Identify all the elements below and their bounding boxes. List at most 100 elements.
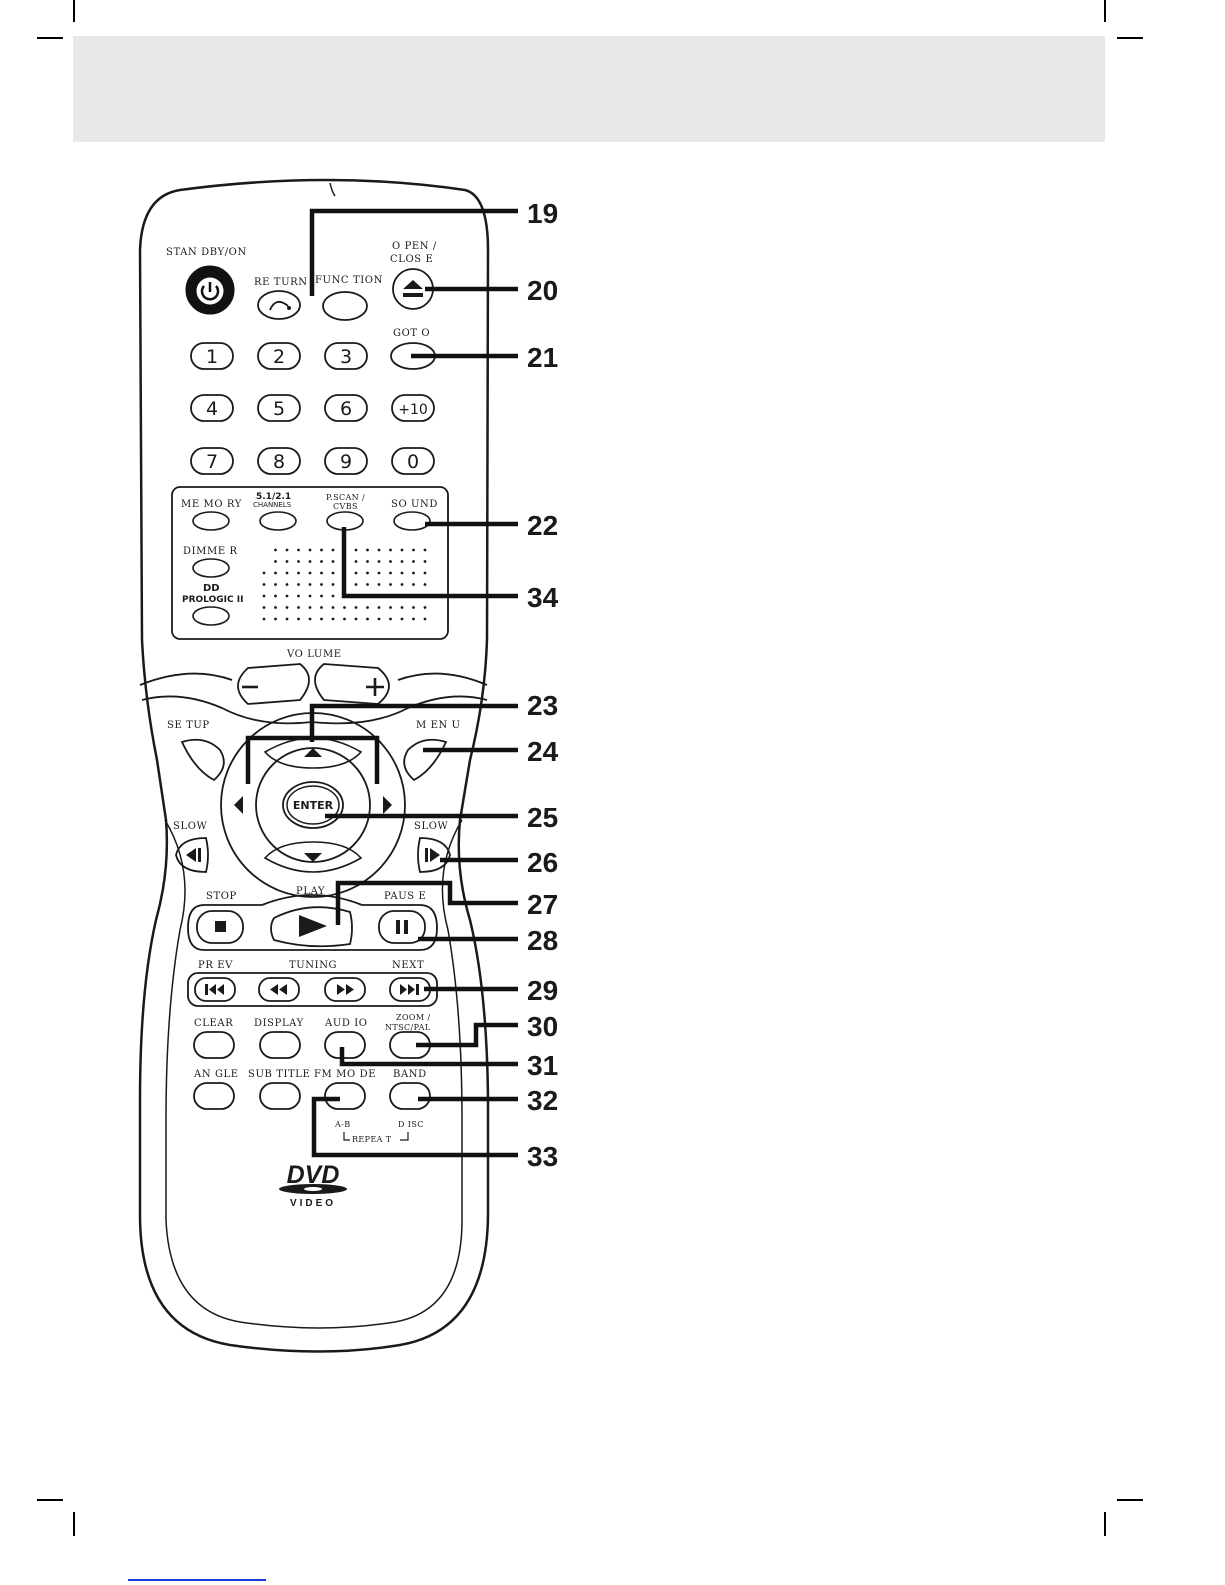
slow-reverse-button[interactable] bbox=[175, 837, 209, 873]
grille-dot bbox=[297, 606, 300, 609]
key-3[interactable] bbox=[324, 342, 368, 370]
grille-dot bbox=[274, 571, 277, 575]
grille-dot bbox=[354, 583, 358, 586]
audio-button[interactable] bbox=[324, 1031, 366, 1059]
leader-23a bbox=[309, 703, 518, 742]
next-icon bbox=[400, 984, 419, 995]
grille-dot bbox=[274, 583, 277, 586]
clear-button[interactable] bbox=[193, 1031, 235, 1059]
key-label: 1 bbox=[206, 346, 218, 368]
key-8[interactable] bbox=[257, 447, 301, 475]
key-4[interactable] bbox=[190, 394, 234, 422]
grille-dot bbox=[308, 594, 312, 598]
subtitle-button[interactable] bbox=[259, 1082, 301, 1110]
key-1[interactable] bbox=[190, 342, 234, 370]
display-label: DISPLAY bbox=[254, 1018, 304, 1029]
pause-label: PAUS E bbox=[384, 891, 426, 902]
play-button[interactable] bbox=[270, 906, 353, 948]
grille-dot bbox=[354, 606, 358, 609]
grille-dot bbox=[285, 583, 289, 586]
grille-dot bbox=[423, 560, 427, 563]
leader-34 bbox=[341, 527, 518, 599]
angle-button[interactable] bbox=[193, 1082, 235, 1110]
key-label: 3 bbox=[340, 346, 352, 368]
grille-dot bbox=[308, 560, 312, 563]
callout-25: 25 bbox=[527, 802, 558, 833]
crop-mark bbox=[1104, 1512, 1106, 1536]
callout-34: 34 bbox=[527, 582, 559, 613]
band-button[interactable] bbox=[389, 1082, 431, 1110]
callout-20: 20 bbox=[527, 275, 558, 306]
grille-dot bbox=[366, 617, 369, 621]
setup-button[interactable] bbox=[180, 738, 225, 782]
callout-33: 33 bbox=[527, 1141, 558, 1172]
grille-dot bbox=[297, 560, 300, 563]
fm-mode-label: FM MO DE bbox=[314, 1069, 376, 1080]
key-0[interactable] bbox=[391, 447, 435, 475]
rewind-button[interactable] bbox=[258, 977, 300, 1002]
slow-reverse-icon bbox=[186, 848, 201, 862]
volume-up-button[interactable] bbox=[314, 663, 390, 705]
memory-label: ME MO RY bbox=[181, 499, 242, 510]
prologic-button[interactable] bbox=[192, 606, 230, 626]
enter-button[interactable] bbox=[282, 781, 344, 829]
grille-dot bbox=[274, 594, 277, 598]
key-6[interactable] bbox=[324, 394, 368, 422]
key-5[interactable] bbox=[257, 394, 301, 422]
volume-down-button[interactable] bbox=[237, 663, 310, 705]
clear-label: CLEAR bbox=[194, 1018, 233, 1029]
fast-forward-button[interactable] bbox=[324, 977, 366, 1002]
key-2[interactable] bbox=[257, 342, 301, 370]
pause-icon bbox=[396, 920, 408, 934]
grille-dot bbox=[400, 548, 404, 552]
callout-29: 29 bbox=[527, 975, 558, 1006]
goto-label: GOT O bbox=[393, 328, 430, 339]
zoom-label-2: NTSC/PAL bbox=[385, 1023, 431, 1032]
dimmer-button[interactable] bbox=[192, 558, 230, 578]
channels-button[interactable] bbox=[259, 511, 297, 531]
key-plus10[interactable] bbox=[391, 394, 435, 422]
return-button[interactable] bbox=[257, 290, 301, 320]
slow-left-label: SLOW bbox=[173, 821, 207, 832]
grille-dot bbox=[308, 583, 312, 586]
pause-button[interactable] bbox=[378, 910, 426, 944]
menu-button[interactable] bbox=[403, 738, 448, 782]
grille-dot bbox=[377, 548, 381, 552]
fm-mode-button[interactable] bbox=[324, 1082, 366, 1110]
slow-forward-button[interactable] bbox=[417, 837, 451, 873]
sound-button[interactable] bbox=[393, 511, 431, 531]
grille-dot bbox=[354, 560, 358, 563]
grille-dot bbox=[297, 617, 300, 621]
grille-dot bbox=[423, 617, 427, 621]
grille-dot bbox=[274, 617, 277, 621]
audio-label: AUD IO bbox=[324, 1018, 368, 1029]
stop-button[interactable] bbox=[196, 910, 244, 944]
fast-forward-icon bbox=[337, 984, 354, 995]
grille-dot bbox=[320, 617, 323, 621]
display-button[interactable] bbox=[259, 1031, 301, 1059]
key-9[interactable] bbox=[324, 447, 368, 475]
grille-dot bbox=[354, 571, 358, 575]
grille-dot bbox=[320, 560, 323, 563]
stop-icon bbox=[215, 921, 226, 932]
key-label: 4 bbox=[206, 398, 218, 420]
grille-dot bbox=[320, 606, 323, 609]
nav-down-button[interactable] bbox=[263, 841, 363, 873]
key-7[interactable] bbox=[190, 447, 234, 475]
rewind-icon bbox=[270, 984, 287, 995]
key-label: 7 bbox=[206, 451, 218, 473]
grille-dot bbox=[412, 560, 415, 563]
slow-forward-icon bbox=[425, 848, 440, 862]
key-label: 6 bbox=[340, 398, 352, 420]
memory-button[interactable] bbox=[192, 511, 230, 531]
callout-28: 28 bbox=[527, 925, 558, 956]
grille-dot bbox=[412, 548, 415, 552]
enter-button-inner bbox=[286, 785, 340, 825]
prev-button[interactable] bbox=[194, 977, 236, 1002]
leader-30 bbox=[416, 1022, 518, 1048]
crop-mark bbox=[37, 37, 63, 39]
eject-icon bbox=[403, 280, 423, 297]
grille-dot bbox=[366, 583, 369, 586]
crop-mark bbox=[1117, 1499, 1143, 1501]
function-button[interactable] bbox=[322, 291, 368, 321]
